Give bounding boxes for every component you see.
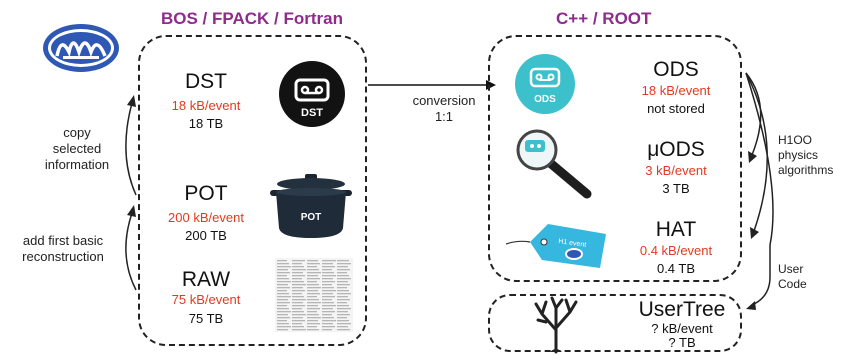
conversion-label: conversion 1:1 <box>412 93 476 124</box>
pot-volume: 200 TB <box>185 228 227 243</box>
pot-icon: POT <box>268 172 354 242</box>
reconstruction-label: add first basic reconstruction <box>22 233 104 264</box>
pot-rate: 200 kB/event <box>168 210 244 225</box>
hat-tag-icon: H1 event <box>504 212 608 272</box>
dst-volume: 18 TB <box>188 116 224 131</box>
raw-volume: 75 TB <box>188 311 224 326</box>
pot-icon-label: POT <box>301 212 322 223</box>
usertree-rate: ? kB/event <box>651 321 713 336</box>
usertree-volume: ? TB <box>668 335 696 350</box>
h1oo-label: H1OO physics algorithms <box>778 133 834 177</box>
uods-magnifier-icon <box>515 129 595 200</box>
h1oo-arrows <box>740 65 780 325</box>
uods-title: μODS <box>647 138 705 161</box>
usertree-title: UserTree <box>638 298 726 321</box>
pot-title: POT <box>184 182 228 205</box>
usertree-box <box>488 294 742 352</box>
raw-title: RAW <box>181 268 231 291</box>
raw-rate: 75 kB/event <box>171 292 241 307</box>
hat-rate: 0.4 kB/event <box>639 243 713 258</box>
uods-volume: 3 TB <box>662 181 690 196</box>
bos-fpack-box <box>138 35 367 346</box>
hat-title: HAT <box>655 218 697 241</box>
ods-volume: not stored <box>647 101 705 116</box>
left-section-title: BOS / FPACK / Fortran <box>161 9 343 28</box>
ods-icon-label: ODS <box>534 94 556 105</box>
hat-volume: 0.4 TB <box>656 261 696 276</box>
dst-rate: 18 kB/event <box>171 98 241 113</box>
cpp-root-box <box>488 35 742 282</box>
dst-title: DST <box>185 70 227 93</box>
raw-printout-icon <box>275 258 353 332</box>
copy-info-label: copy selected information <box>44 125 110 172</box>
left-curved-arrows <box>110 85 140 295</box>
ods-cassette-icon: ODS <box>515 54 575 114</box>
ods-title: ODS <box>653 58 699 81</box>
user-code-label: User Code <box>778 262 807 291</box>
usertree-tree-icon <box>532 296 580 354</box>
hat-icon-label: H1 event <box>558 238 587 249</box>
h1-logo: H1 <box>41 22 121 74</box>
ods-rate: 18 kB/event <box>641 83 711 98</box>
conversion-arrow <box>368 78 498 90</box>
right-section-title: C++ / ROOT <box>556 9 652 28</box>
dst-cassette-icon: DST <box>279 60 345 128</box>
uods-rate: 3 kB/event <box>645 163 707 178</box>
dst-icon-label: DST <box>301 107 323 119</box>
